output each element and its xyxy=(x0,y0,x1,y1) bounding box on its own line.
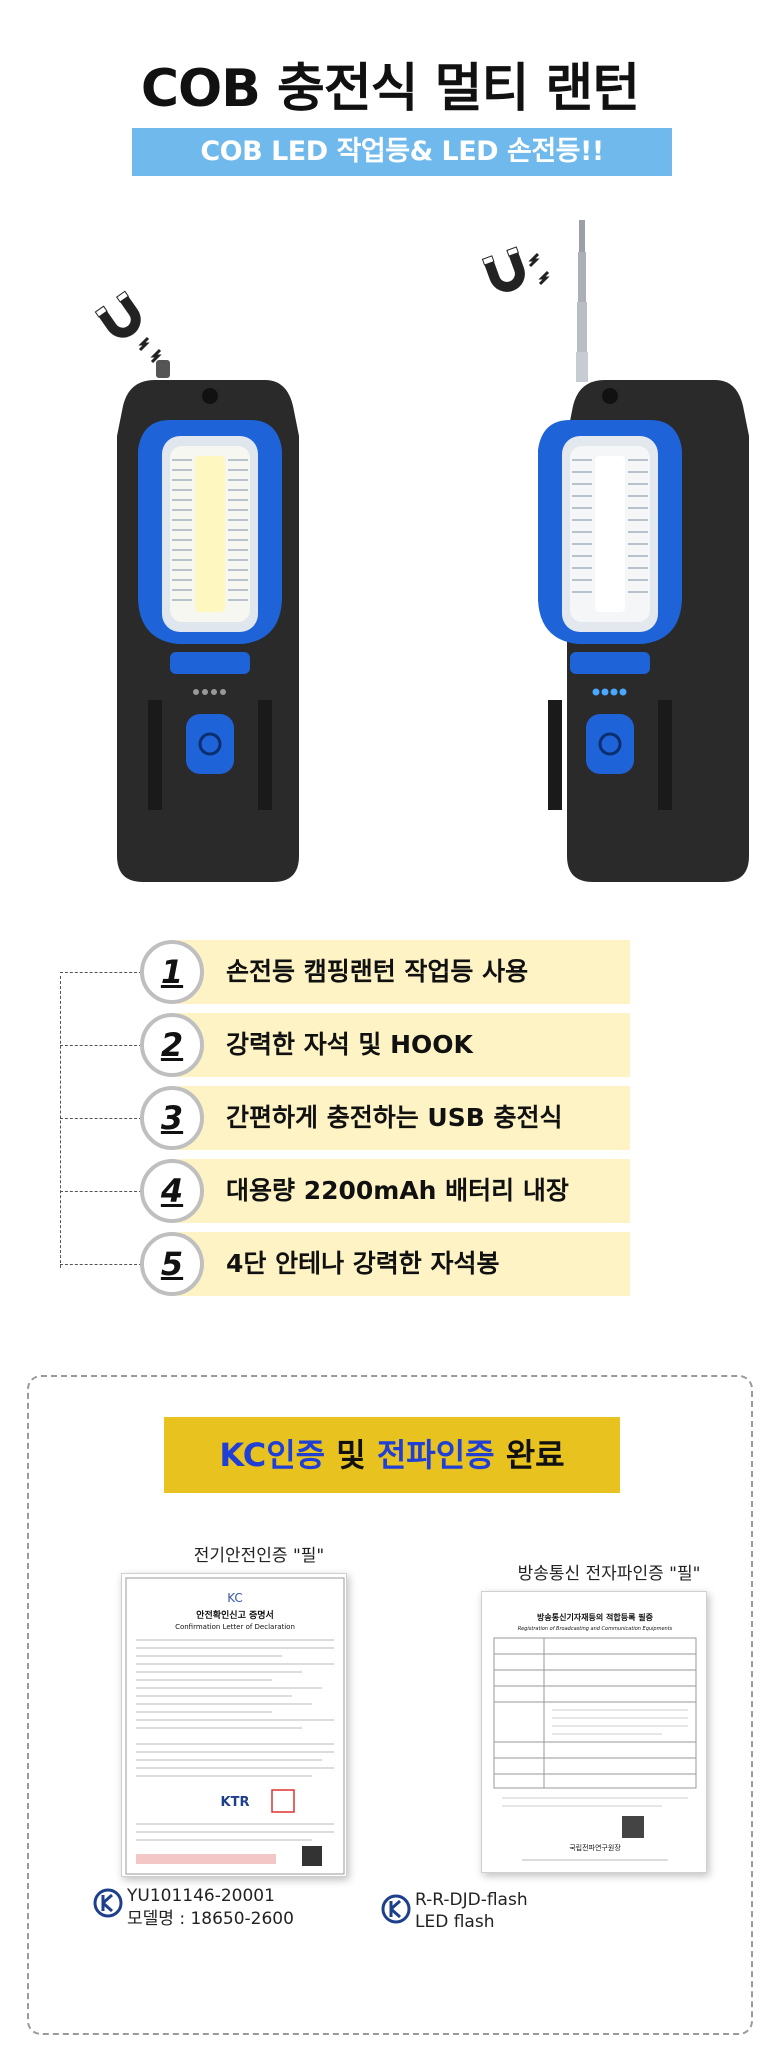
feature-list: 1 손전등 캠핑랜턴 작업등 사용 2 강력한 자석 및 HOOK 3 간편하게… xyxy=(60,940,630,1340)
feature-text: 간편하게 충전하는 USB 충전식 xyxy=(226,1103,563,1132)
kc-mark-icon xyxy=(93,1888,123,1918)
list-item: 4 대용량 2200mAh 배터리 내장 xyxy=(60,1159,630,1225)
model-name: 모델명 : 18650-2600 xyxy=(127,1909,294,1929)
emc-cert-number: R-R-DJD-flash xyxy=(415,1890,528,1910)
left-doc-caption: 전기안전인증 "필" xyxy=(193,1546,325,1566)
magnet-icon xyxy=(481,246,525,292)
list-item: 3 간편하게 충전하는 USB 충전식 xyxy=(60,1086,630,1152)
ktr-logo: KTR xyxy=(221,1795,250,1810)
feature-text: 손전등 캠핑랜턴 작업등 사용 xyxy=(226,957,529,986)
feature-number: 1 xyxy=(140,940,204,1004)
right-doc-caption: 방송통신 전자파인증 "필" xyxy=(517,1564,701,1584)
feature-number: 2 xyxy=(140,1013,204,1077)
kc-cert-number: YU101146-20001 xyxy=(127,1886,275,1906)
doc-footer: 국립전파연구원장 xyxy=(569,1843,621,1852)
product-illustration xyxy=(94,220,749,882)
doc-subtitle: Confirmation Letter of Declaration xyxy=(175,1623,295,1631)
left-lantern xyxy=(94,290,299,882)
safety-certificate-image: KC 안전확인신고 증명서 Confirmation Letter of Dec… xyxy=(121,1573,347,1877)
bracket-line xyxy=(60,976,62,1268)
feature-number: 4 xyxy=(140,1159,204,1223)
feature-text: 4단 안테나 강력한 자석봉 xyxy=(226,1249,500,1278)
list-item: 1 손전등 캠핑랜턴 작업등 사용 xyxy=(60,940,630,1006)
feature-number: 5 xyxy=(140,1232,204,1296)
right-lantern xyxy=(481,220,749,882)
feature-text: 강력한 자석 및 HOOK xyxy=(226,1030,473,1059)
emc-certificate-image: 방송통신기자재등의 적합등록 필증 Registration of Broadc… xyxy=(481,1591,707,1873)
magnet-icon xyxy=(94,290,141,338)
doc-title: 안전확인신고 증명서 xyxy=(196,1609,274,1621)
feature-number: 3 xyxy=(140,1086,204,1150)
list-item: 5 4단 안테나 강력한 자석봉 xyxy=(60,1232,630,1298)
feature-text: 대용량 2200mAh 배터리 내장 xyxy=(226,1176,569,1205)
emc-model-name: LED flash xyxy=(415,1912,495,1932)
subtitle-banner: COB LED 작업등& LED 손전등!! xyxy=(132,128,672,176)
page-title: COB 충전식 멀티 랜턴 xyxy=(140,59,640,119)
doc-title: 방송통신기자재등의 적합등록 필증 xyxy=(537,1612,654,1622)
doc-subtitle: Registration of Broadcasting and Communi… xyxy=(518,1626,673,1632)
kc-banner: KC인증 및 전파인증 완료 xyxy=(164,1417,620,1493)
certification-section: KC인증 및 전파인증 완료 전기안전인증 "필" KC 안전확인신고 증명서 … xyxy=(27,1375,753,2035)
list-item: 2 강력한 자석 및 HOOK xyxy=(60,1013,630,1079)
svg-text:KC: KC xyxy=(227,1591,243,1605)
kc-mark-icon xyxy=(381,1894,411,1924)
